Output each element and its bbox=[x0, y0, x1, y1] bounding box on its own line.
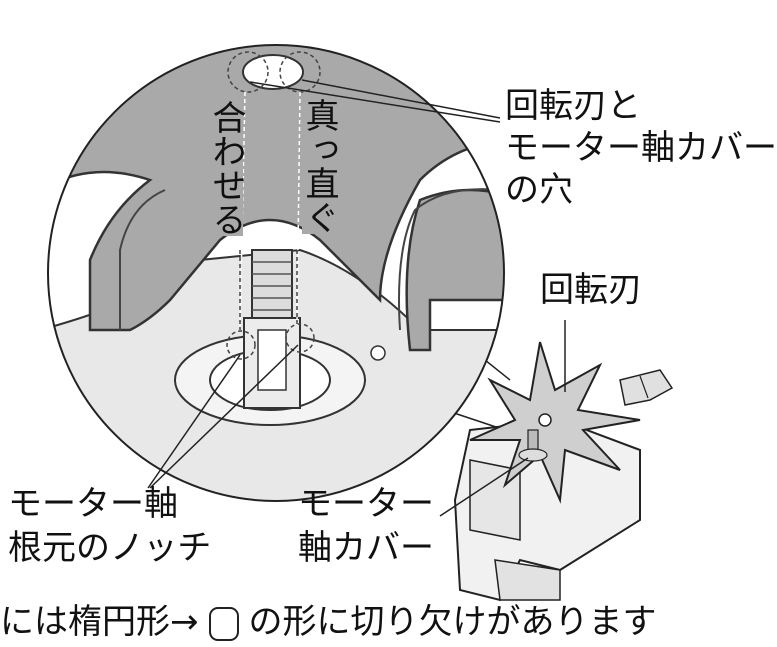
fan-assembly-illustration bbox=[439, 320, 674, 602]
label-hole-line2: モーター軸カバー bbox=[505, 128, 777, 168]
label-hole-line3: の穴 bbox=[505, 170, 573, 210]
hole-leader-1 bbox=[301, 79, 501, 119]
notch-leader-2 bbox=[149, 344, 299, 489]
label-hole-line1: 回転刃と bbox=[505, 86, 641, 126]
caption-prefix: には楕円形→ bbox=[0, 602, 199, 642]
hole-leader-2 bbox=[249, 81, 501, 123]
rounded-slot-icon bbox=[208, 606, 239, 641]
label-notch-line1: モーター軸 bbox=[8, 484, 178, 524]
label-cover-line2: 軸カバー bbox=[298, 528, 434, 568]
label-rotating-blade: 回転刃 bbox=[540, 270, 642, 310]
notch-leader-1 bbox=[147, 354, 241, 489]
label-align: 合わせる bbox=[206, 100, 246, 236]
magnifier-circle-outline bbox=[47, 44, 505, 502]
caption-suffix: の形に切り欠けがあります bbox=[248, 602, 657, 642]
label-straight: 真っ直ぐ bbox=[299, 98, 339, 234]
caption: には楕円形→ の形に切り欠けがあります bbox=[0, 600, 657, 644]
label-notch-line2: 根元のノッチ bbox=[8, 528, 212, 568]
magnified-view bbox=[48, 45, 504, 501]
label-cover-line1: モーター bbox=[298, 484, 434, 524]
